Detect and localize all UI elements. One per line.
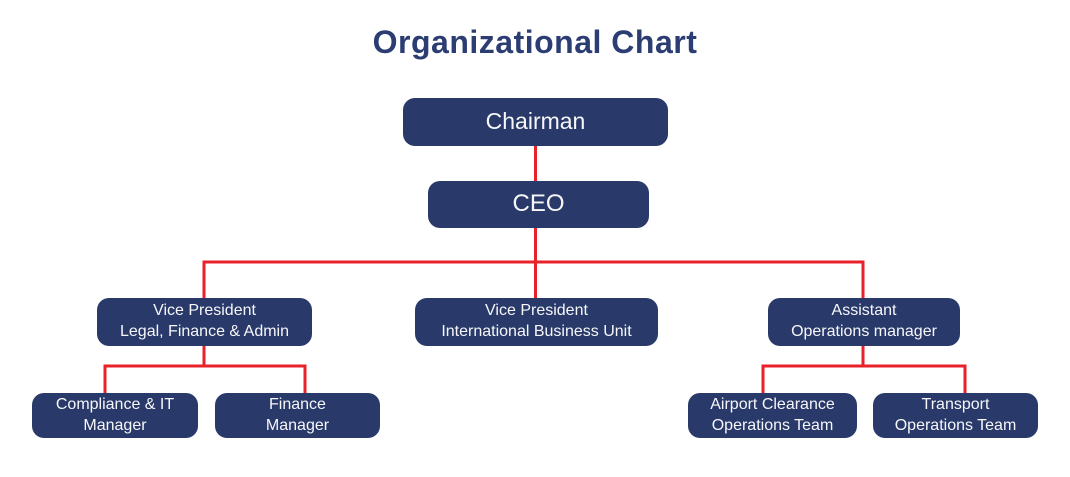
org-node-vp-international-business: Vice President International Business Un… xyxy=(415,298,658,346)
org-node-airport-clearance-team: Airport Clearance Operations Team xyxy=(688,393,857,438)
org-node-assistant-operations-manager: Assistant Operations manager xyxy=(768,298,960,346)
page-title: Organizational Chart xyxy=(372,24,698,60)
org-node-chairman: Chairman xyxy=(403,98,668,146)
org-node-compliance-it-manager: Compliance & IT Manager xyxy=(32,393,198,438)
org-node-ceo: CEO xyxy=(428,181,649,228)
org-node-vp-legal-finance-admin: Vice President Legal, Finance & Admin xyxy=(97,298,312,346)
org-node-finance-manager: Finance Manager xyxy=(215,393,380,438)
org-node-transport-operations-team: Transport Operations Team xyxy=(873,393,1038,438)
